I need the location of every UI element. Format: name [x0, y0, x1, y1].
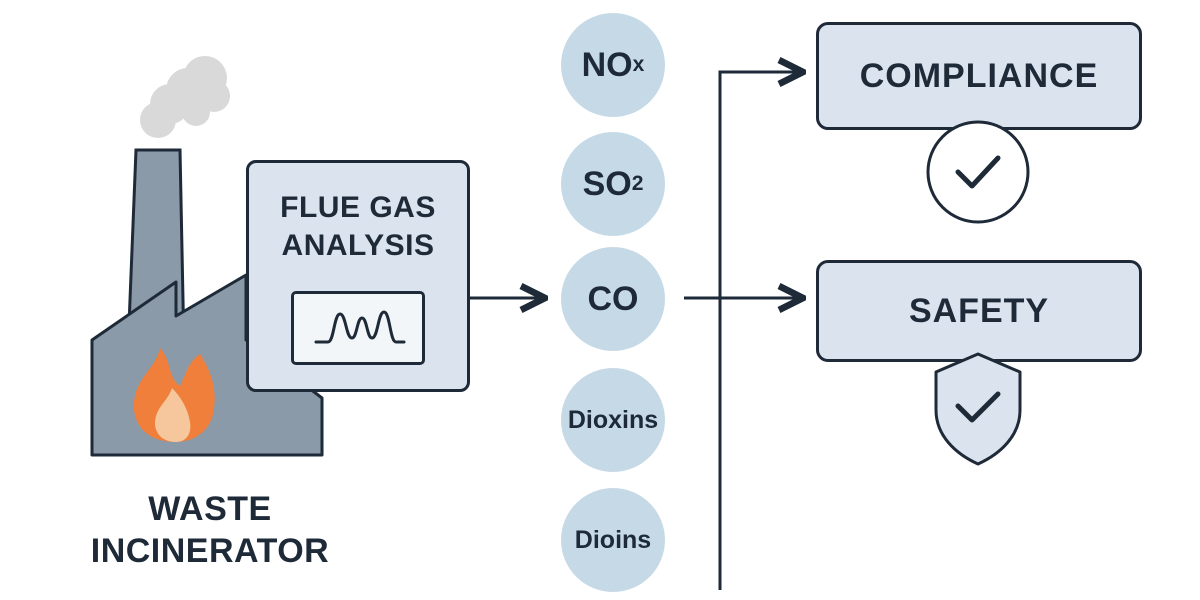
incinerator-illustration [90, 56, 324, 457]
incinerator-label-line1: WASTE [148, 490, 272, 528]
pollutant-dioxins-label: Dioxins [567, 405, 659, 434]
pollutant-dioins-label: Dioins [574, 525, 652, 554]
shield-check-icon [934, 352, 1022, 466]
pollutant-co-label: CO [587, 279, 639, 318]
flue-gas-analysis-panel: FLUE GAS ANALYSIS [246, 160, 470, 392]
incinerator-label-line2: INCINERATOR [90, 532, 330, 570]
safety-box: SAFETY [816, 260, 1142, 362]
incinerator-label: WASTE INCINERATOR [60, 488, 360, 572]
pollutant-co: CO [561, 247, 665, 351]
compliance-label: COMPLIANCE [859, 56, 1099, 95]
flame-icon [133, 348, 215, 442]
smoke-icon [140, 56, 230, 138]
pollutant-so2-sub: 2 [631, 172, 644, 195]
pollutant-dioxins: Dioxins [561, 368, 665, 472]
analysis-title-line1: FLUE GAS [280, 191, 436, 224]
waveform-monitor-icon [291, 291, 425, 365]
pollutant-dioins: Dioins [561, 488, 665, 592]
analysis-title: FLUE GAS ANALYSIS [249, 189, 467, 265]
analysis-title-line2: ANALYSIS [281, 229, 435, 262]
safety-label: SAFETY [908, 291, 1050, 330]
pollutant-nox-sub: x [632, 53, 645, 76]
pollutant-so2-label: SO [582, 164, 632, 203]
pollutant-nox-label: NO [581, 45, 633, 84]
waveform-icon [314, 310, 406, 344]
check-circle-icon [926, 120, 1030, 224]
compliance-box: COMPLIANCE [816, 22, 1142, 130]
